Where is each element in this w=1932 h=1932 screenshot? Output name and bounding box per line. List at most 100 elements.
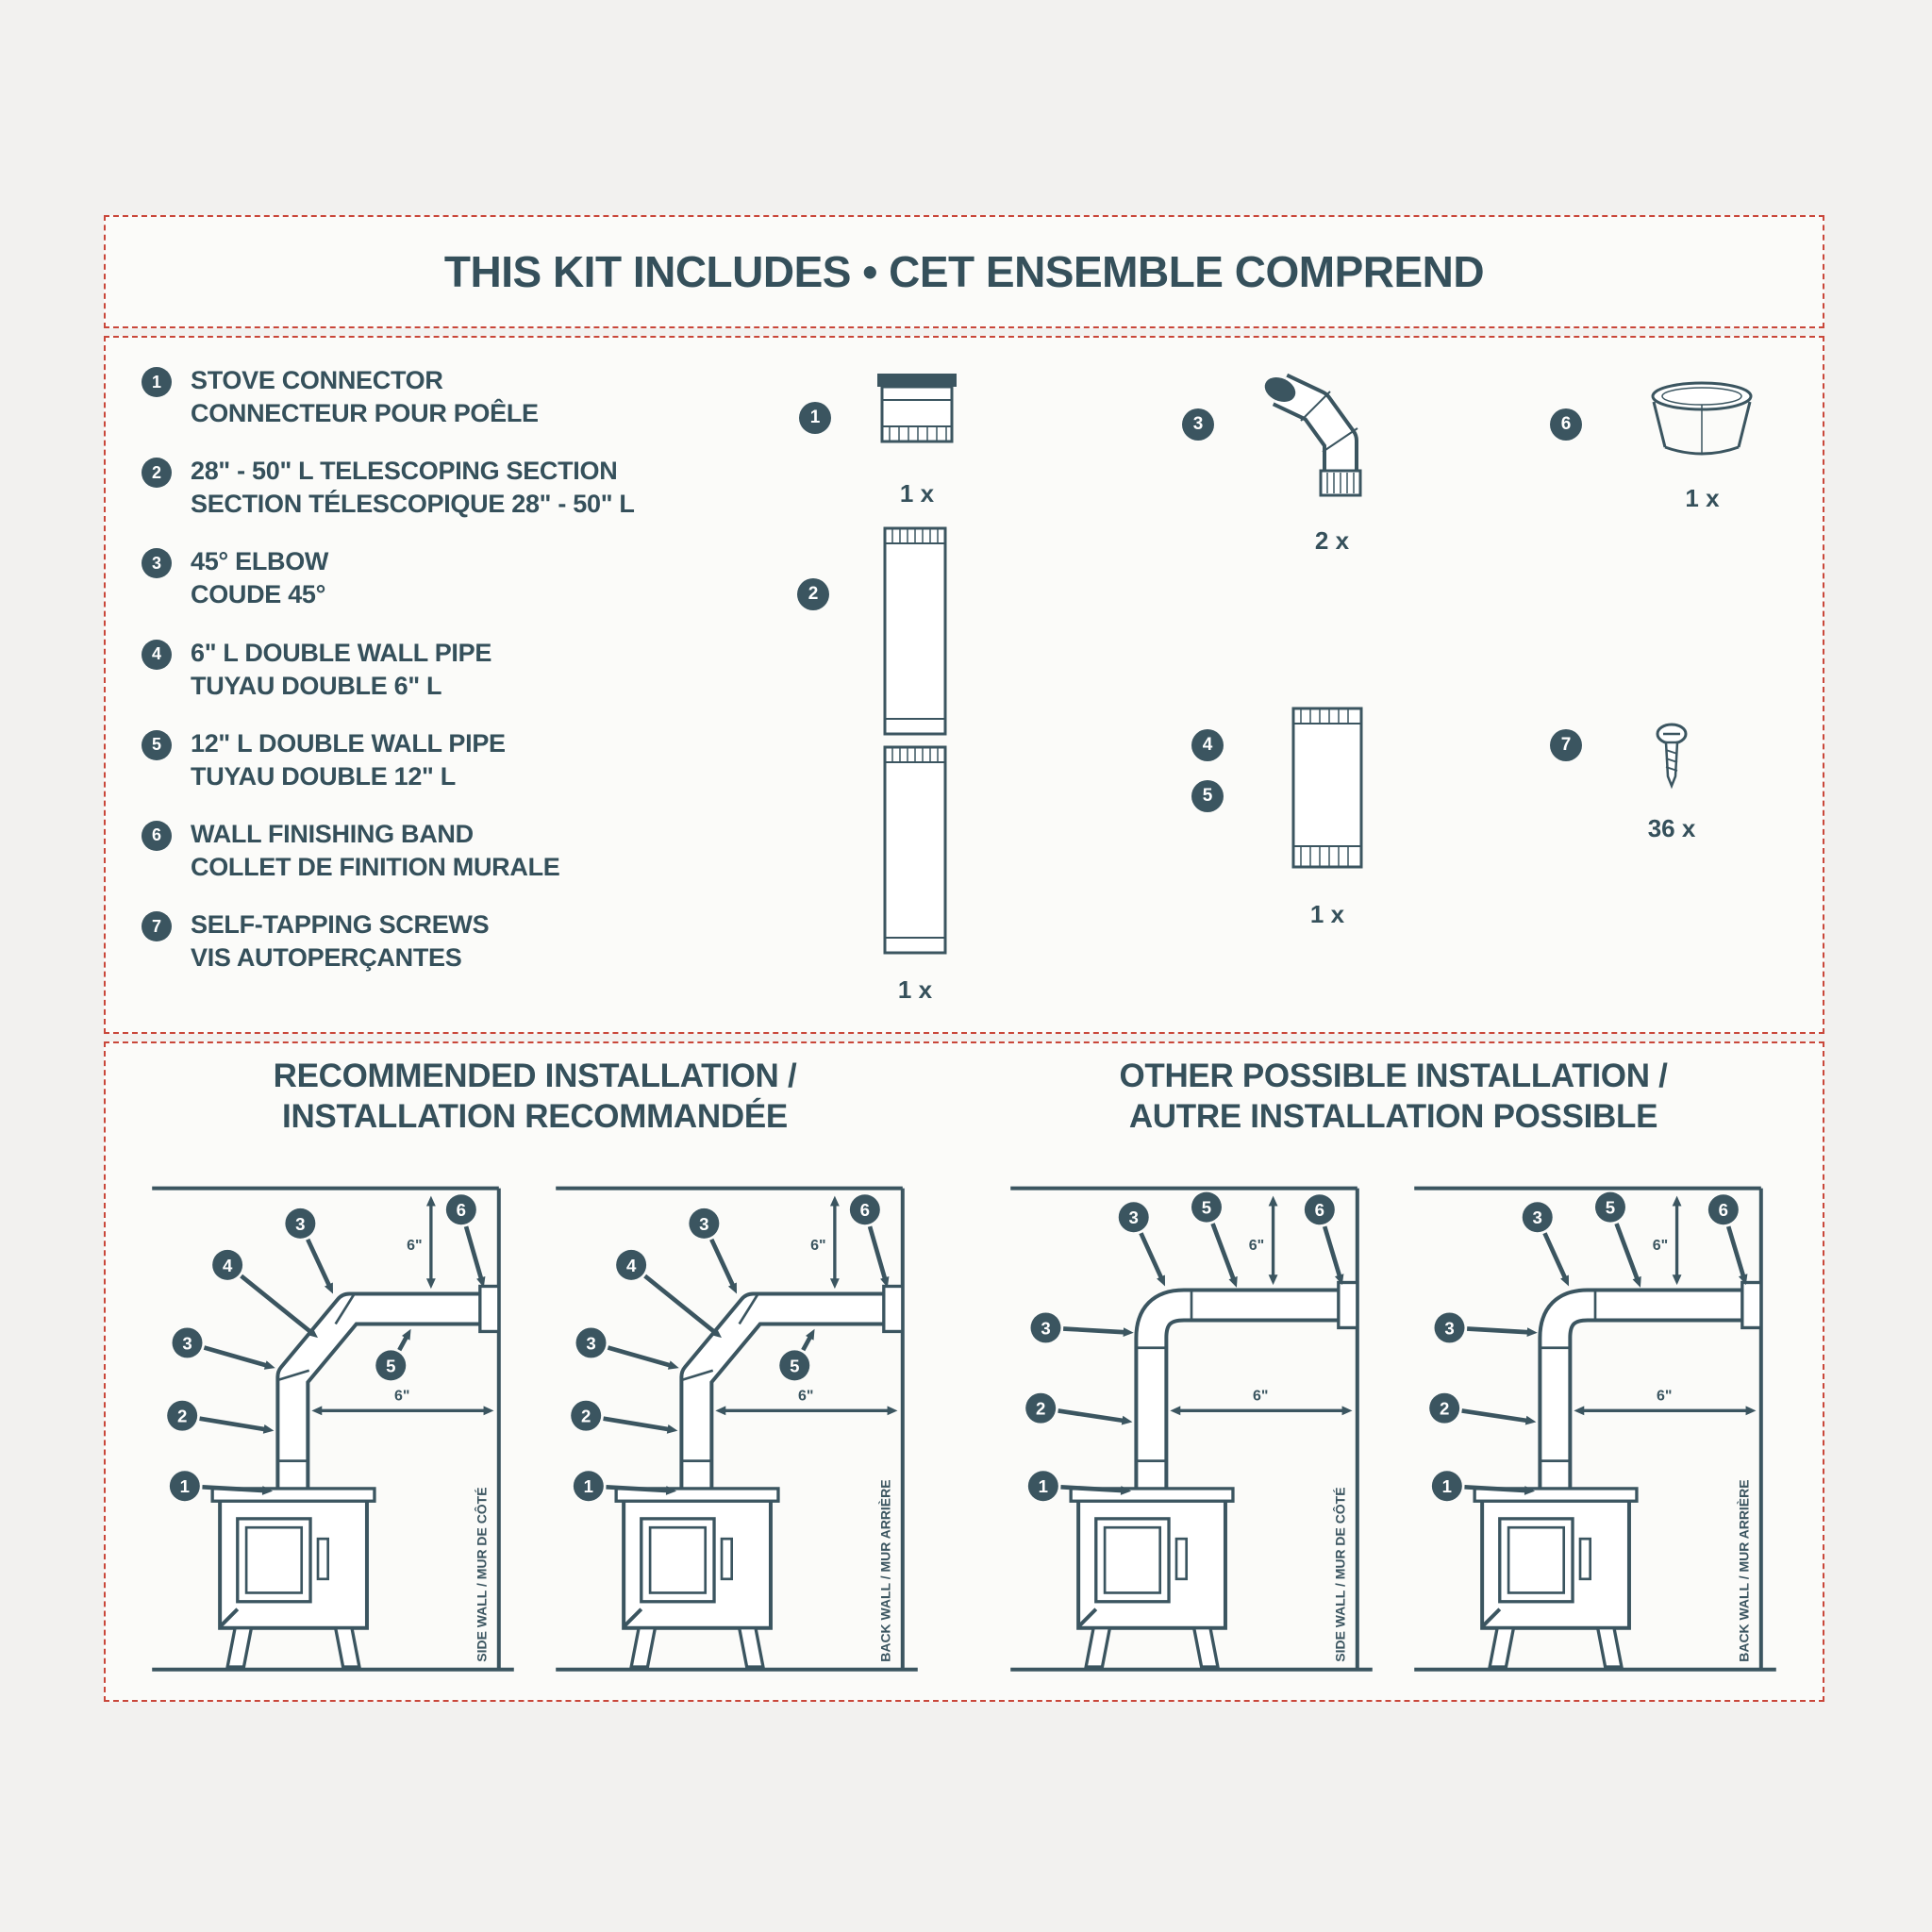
svg-text:BACK WALL / MUR ARRIÈRE: BACK WALL / MUR ARRIÈRE [877, 1480, 892, 1662]
svg-text:6": 6" [394, 1389, 409, 1405]
item-6-label-en: WALL FINISHING BAND [191, 819, 474, 848]
item-4-label-fr: TUYAU DOUBLE 6" L [191, 671, 442, 700]
item-2-badge: 2 [142, 458, 172, 489]
svg-text:6": 6" [1249, 1238, 1264, 1254]
item-5-label-fr: TUYAU DOUBLE 12" L [191, 761, 456, 791]
item-1-label-fr: CONNECTEUR POUR POÊLE [191, 399, 539, 428]
svg-text:SIDE WALL / MUR DE CÔTÉ: SIDE WALL / MUR DE CÔTÉ [473, 1488, 489, 1662]
svg-text:6": 6" [1657, 1389, 1672, 1405]
item-2-label-en: 28" - 50" L TELESCOPING SECTION [191, 457, 618, 486]
item-7-label-en: SELF-TAPPING SCREWS [191, 910, 490, 940]
recommended-heading-en: RECOMMENDED INSTALLATION / [273, 1058, 797, 1094]
item-5-label-en: 12" L DOUBLE WALL PIPE [191, 728, 506, 758]
diagram-recommended-back-wall: 6" 6" BACK WALL / MUR ARRIÈRE 3 6 4 3 2 1 5 [548, 1144, 925, 1697]
kit-item-6in-double-wall-pipe: 4 6" L DOUBLE WALL PIPE TUYAU DOUBLE 6" … [142, 637, 635, 703]
diagram-other-side-wall: 6" 6" SIDE WALL / MUR DE CÔTÉ 3 5 6 3 2 1 [1003, 1144, 1380, 1697]
svg-text:6: 6 [457, 1201, 466, 1221]
svg-text:5: 5 [1606, 1198, 1615, 1218]
elbow-qty: 2 x [1314, 526, 1350, 555]
kit-item-elbow: 3 45° ELBOW COUDE 45° [142, 545, 635, 611]
svg-text:6: 6 [1315, 1201, 1324, 1221]
svg-text:6": 6" [407, 1238, 422, 1254]
kit-item-stove-connector: 1 STOVE CONNECTOR CONNECTEUR POUR POÊLE [142, 364, 635, 430]
item-3-label-fr: COUDE 45° [191, 580, 326, 609]
item-4-label-en: 6" L DOUBLE WALL PIPE [191, 638, 492, 667]
elbow-callout-badge: 3 [1182, 408, 1214, 441]
pipe-6in-callout-badge: 4 [1191, 729, 1224, 761]
band-callout-badge: 6 [1550, 408, 1582, 441]
svg-text:3: 3 [182, 1334, 192, 1354]
item-2-label-fr: SECTION TÉLESCOPIQUE 28" - 50" L [191, 490, 635, 519]
item-4-badge: 4 [142, 639, 172, 670]
kit-item-12in-double-wall-pipe: 5 12" L DOUBLE WALL PIPE TUYAU DOUBLE 12… [142, 727, 635, 793]
svg-text:1: 1 [1039, 1477, 1048, 1497]
svg-text:2: 2 [1036, 1399, 1045, 1419]
svg-text:3: 3 [1129, 1208, 1139, 1228]
svg-text:BACK WALL / MUR ARRIÈRE: BACK WALL / MUR ARRIÈRE [1736, 1480, 1751, 1662]
svg-text:SIDE WALL / MUR DE CÔTÉ: SIDE WALL / MUR DE CÔTÉ [1331, 1488, 1347, 1662]
svg-text:6": 6" [1253, 1389, 1268, 1405]
pipe-12in-callout-badge: 5 [1191, 780, 1224, 812]
svg-text:4: 4 [223, 1256, 233, 1275]
telescoping-callout-badge: 2 [797, 578, 829, 610]
svg-text:1: 1 [584, 1477, 593, 1497]
svg-text:2: 2 [581, 1407, 591, 1426]
svg-text:6: 6 [1719, 1201, 1728, 1221]
svg-text:2: 2 [1440, 1399, 1449, 1419]
svg-text:6": 6" [798, 1389, 813, 1405]
item-1-badge: 1 [142, 367, 172, 397]
kit-item-telescoping-section: 2 28" - 50" L TELESCOPING SECTION SECTIO… [142, 455, 635, 521]
svg-text:3: 3 [699, 1214, 708, 1234]
svg-text:6": 6" [810, 1238, 825, 1254]
double-pipe-qty: 1 x [1309, 900, 1345, 928]
connector-qty: 1 x [899, 479, 935, 508]
wall-band-illustration [1651, 381, 1753, 456]
connector-callout-badge: 1 [799, 402, 831, 434]
recommended-installation-section: RECOMMENDED INSTALLATION / INSTALLATION … [106, 1043, 964, 1700]
svg-text:2: 2 [177, 1407, 187, 1426]
svg-text:3: 3 [586, 1334, 595, 1354]
item-3-label-en: 45° ELBOW [191, 547, 329, 576]
stove-connector-illustration [877, 374, 957, 443]
kit-item-wall-finishing-band: 6 WALL FINISHING BAND COLLET DE FINITION… [142, 818, 635, 884]
installation-panel: RECOMMENDED INSTALLATION / INSTALLATION … [104, 1041, 1824, 1702]
other-heading-fr: AUTRE INSTALLATION POSSIBLE [1128, 1097, 1658, 1135]
svg-text:1: 1 [180, 1477, 190, 1497]
item-3-badge: 3 [142, 548, 172, 579]
other-heading-en: OTHER POSSIBLE INSTALLATION / [1119, 1058, 1668, 1094]
item-7-badge: 7 [142, 911, 172, 942]
svg-text:3: 3 [1533, 1208, 1542, 1228]
page-title: THIS KIT INCLUDES • CET ENSEMBLE COMPREN… [443, 247, 1485, 296]
title-panel: THIS KIT INCLUDES • CET ENSEMBLE COMPREN… [104, 215, 1824, 328]
screws-qty: 36 x [1647, 814, 1696, 842]
telescoping-qty: 1 x [897, 975, 933, 1004]
kit-parts-list: 1 STOVE CONNECTOR CONNECTEUR POUR POÊLE … [142, 364, 635, 974]
svg-text:3: 3 [295, 1214, 305, 1234]
svg-text:6": 6" [1653, 1238, 1668, 1254]
screws-callout-badge: 7 [1550, 729, 1582, 761]
telescoping-section-illustration [883, 526, 947, 955]
double-wall-pipe-illustration [1291, 707, 1363, 869]
item-5-badge: 5 [142, 729, 172, 760]
svg-text:3: 3 [1444, 1319, 1454, 1339]
item-6-badge: 6 [142, 820, 172, 851]
item-6-label-fr: COLLET DE FINITION MURALE [191, 853, 560, 882]
other-installation-section: OTHER POSSIBLE INSTALLATION / AUTRE INST… [964, 1043, 1823, 1700]
item-7-label-fr: VIS AUTOPERÇANTES [191, 943, 462, 973]
other-installation-heading: OTHER POSSIBLE INSTALLATION / AUTRE INST… [964, 1057, 1823, 1137]
svg-text:5: 5 [790, 1357, 799, 1376]
recommended-installation-heading: RECOMMENDED INSTALLATION / INSTALLATION … [106, 1057, 964, 1137]
kit-contents-panel: 1 STOVE CONNECTOR CONNECTEUR POUR POÊLE … [104, 336, 1824, 1034]
svg-text:5: 5 [1202, 1198, 1211, 1218]
recommended-heading-fr: INSTALLATION RECOMMANDÉE [282, 1097, 788, 1135]
screw-illustration [1656, 723, 1688, 790]
elbow-illustration [1264, 373, 1362, 497]
svg-text:3: 3 [1041, 1319, 1050, 1339]
item-1-label-en: STOVE CONNECTOR [191, 366, 443, 394]
band-qty: 1 x [1685, 484, 1720, 512]
svg-text:4: 4 [626, 1256, 637, 1275]
svg-text:6: 6 [860, 1201, 870, 1221]
